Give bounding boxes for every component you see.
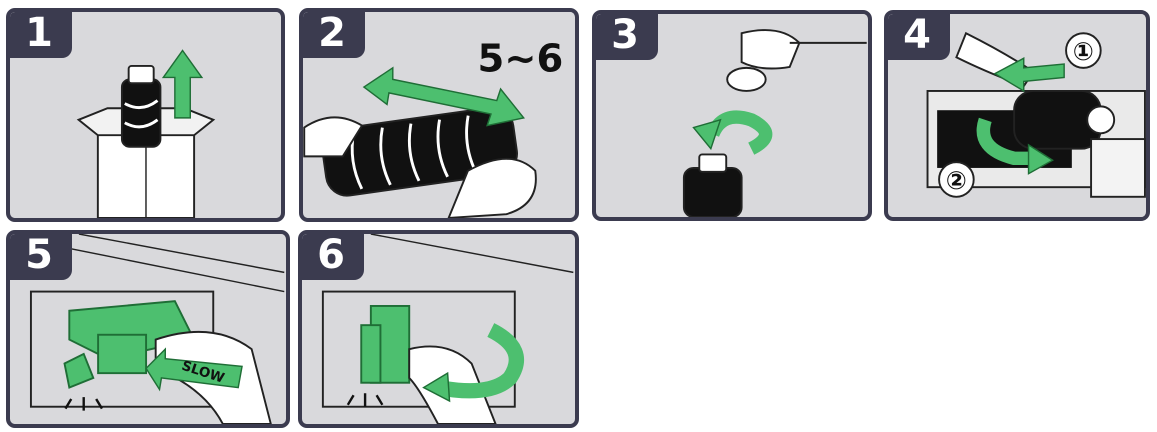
step-5-badge: 5 [6, 230, 72, 280]
step-1-number: 1 [25, 13, 53, 53]
step-1-badge: 1 [6, 8, 72, 58]
step-2-badge: 2 [299, 8, 365, 58]
step-1-panel: 1 [6, 8, 285, 222]
step-2-number: 2 [318, 13, 346, 53]
step-6-panel: 6 [298, 230, 579, 428]
step-4-badge: 4 [884, 10, 950, 60]
shake-count: 5~6 [478, 37, 564, 82]
step-4-panel: ① ② 4 [884, 10, 1150, 221]
step-6-number: 6 [317, 235, 345, 275]
step-3-number: 3 [611, 15, 639, 55]
step-5-panel: SLOW 5 [6, 230, 290, 428]
callout-1: ① [1073, 37, 1094, 66]
step-2-panel: 5~6 2 [299, 8, 579, 222]
step-6-badge: 6 [298, 230, 364, 280]
callout-2: ② [946, 166, 967, 195]
step-3-panel: 3 [592, 10, 872, 221]
step-3-badge: 3 [592, 10, 658, 60]
step-4-number: 4 [903, 15, 931, 55]
step-5-number: 5 [25, 235, 53, 275]
